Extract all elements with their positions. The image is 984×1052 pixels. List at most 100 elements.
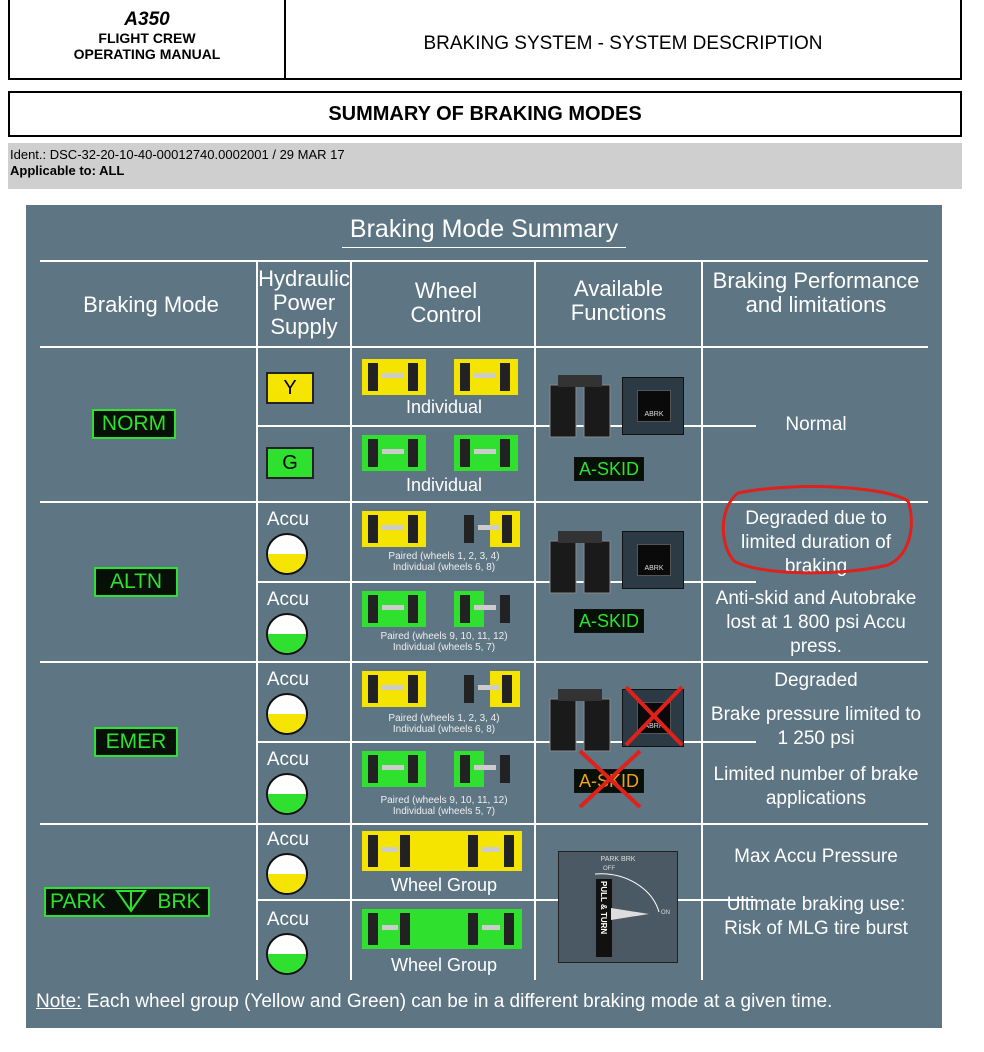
wheel-group-label: Wheel Group [390,875,498,895]
wheels-paired-yellow-icon [362,671,520,707]
accu-yellow-gauge-icon [266,533,308,575]
abrk-button-label: ABRK [637,390,671,422]
note-label: Note: [36,991,82,1012]
braking-summary-panel: Braking Mode Summary Braking Mode Hydrau… [26,205,942,1028]
wheel-individual-note: Individual (wheels 5, 7) [392,806,496,817]
perf-altn-lost: Anti-skid and Autobrake lost at 1 800 ps… [715,588,917,657]
park-brk-handle-panel: PARK BRK OFF ON PULL & TURN [558,851,678,963]
note-text: Each wheel group (Yellow and Green) can … [81,991,833,1012]
wheels-individual-green-icon [362,435,518,471]
manual-line1: FLIGHT CREW [98,30,196,46]
mode-emer: EMER [94,727,178,757]
manual-id-block: A350 FLIGHT CREW OPERATING MANUAL [10,0,286,78]
park-brk-label: PARK BRK [600,856,636,863]
abrk-button-label: ABRK [637,544,671,576]
panel-title: Braking Mode Summary [26,215,942,248]
aircraft-model: A350 [124,9,170,30]
accu-green-gauge-icon [266,933,308,975]
wheel-group-green-icon [362,909,522,949]
col-functions: Available Functions [570,276,667,325]
wheel-group-yellow-icon [362,831,522,871]
wheel-individual-note: Individual (wheels 6, 8) [392,724,496,735]
autobrake-panel: ABRK [622,531,684,589]
grid-line [534,260,536,980]
wheel-paired-note: Paired (wheels 9, 10, 11, 12) [380,631,508,642]
mode-park-brk: PARK BRK [44,887,210,917]
wheel-paired-note: Paired (wheels 9, 10, 11, 12) [380,795,508,806]
perf-norm: Normal [785,414,847,435]
grid-line [350,260,352,980]
wheel-paired-note: Paired (wheels 1, 2, 3, 4) [388,551,500,562]
accu-label: Accu [266,509,310,530]
askid-indicator-amber: A-SKID [574,769,645,793]
wheels-paired-yellow-icon [362,511,520,547]
brake-pedals-icon [549,689,611,752]
park-triangle-icon [115,890,148,913]
grid-line [40,501,928,503]
grid-line [40,661,928,663]
col-hydraulic: Hydraulic Power Supply [258,266,350,339]
manual-header: A350 FLIGHT CREW OPERATING MANUAL BRAKIN… [8,0,962,80]
pull-turn-label: PULL & TURN [599,881,608,935]
askid-indicator: A-SKID [574,457,645,481]
accu-label: Accu [266,589,310,610]
grid-line [40,823,928,825]
brk-label: BRK [157,890,201,913]
wheels-paired-green-icon [362,751,510,787]
wheels-individual-yellow-icon [362,359,518,395]
red-circle-annotation [721,485,913,575]
accu-green-gauge-icon [266,613,308,655]
perf-emer-pressure: Brake pressure limited to 1 250 psi [710,704,922,749]
ident-bar: Ident.: DSC-32-20-10-40-00012740.0002001… [8,143,962,189]
ident-line: Ident.: DSC-32-20-10-40-00012740.0002001… [10,147,345,162]
accu-label: Accu [266,749,310,770]
accu-label: Accu [266,669,310,690]
col-braking-mode: Braking Mode [83,292,219,317]
park-handle-lever-icon [611,908,649,920]
grid-line [256,899,756,901]
chapter-title: BRAKING SYSTEM - SYSTEM DESCRIPTION [423,33,823,54]
supply-yellow: Y [266,372,314,404]
park-arc-icon [594,873,660,913]
accu-label: Accu [266,909,310,930]
col-wheel-control: Wheel Control [410,278,482,327]
manual-line2: OPERATING MANUAL [73,46,221,62]
wheel-control-label: Individual [405,397,483,417]
grid-line [256,425,756,427]
perf-park-pressure: Max Accu Pressure [734,846,898,867]
wheel-individual-note: Individual (wheels 6, 8) [392,562,496,573]
col-performance: Braking Performance and limitations [712,268,920,317]
applicable-line: Applicable to: ALL [10,163,125,178]
accu-yellow-gauge-icon [266,853,308,895]
wheel-paired-note: Paired (wheels 1, 2, 3, 4) [388,713,500,724]
grid-line [256,741,756,743]
grid-line [701,260,703,980]
accu-label: Accu [266,829,310,850]
panel-note: Note: Each wheel group (Yellow and Green… [36,991,832,1013]
perf-park-ultimate: Ultimate braking use: Risk of MLG tire b… [724,894,908,939]
park-label: PARK [50,890,106,913]
accu-green-gauge-icon [266,773,308,815]
wheels-paired-green-icon [362,591,510,627]
park-off-label: OFF [603,866,615,872]
grid-line [256,260,258,980]
mode-norm: NORM [92,409,176,439]
askid-unavailable-cross-icon [578,749,642,809]
grid-line [40,346,928,348]
wheel-individual-note: Individual (wheels 5, 7) [392,642,496,653]
wheel-group-label: Wheel Group [390,955,498,975]
brake-pedals-icon [549,531,611,594]
autobrake-panel: ABRK [622,377,684,435]
wheel-control-label: Individual [405,475,483,495]
section-title: SUMMARY OF BRAKING MODES [8,91,962,137]
abrk-unavailable-cross-icon [624,685,684,747]
brake-pedals-icon [549,375,611,438]
accu-yellow-gauge-icon [266,693,308,735]
grid-line [40,260,928,262]
supply-green: G [266,447,314,479]
park-on-label: ON [661,910,670,916]
perf-emer-applications: Limited number of brake applications [713,764,919,809]
mode-altn: ALTN [94,567,178,597]
perf-emer-degraded: Degraded [774,670,858,691]
grid-line [256,581,756,583]
